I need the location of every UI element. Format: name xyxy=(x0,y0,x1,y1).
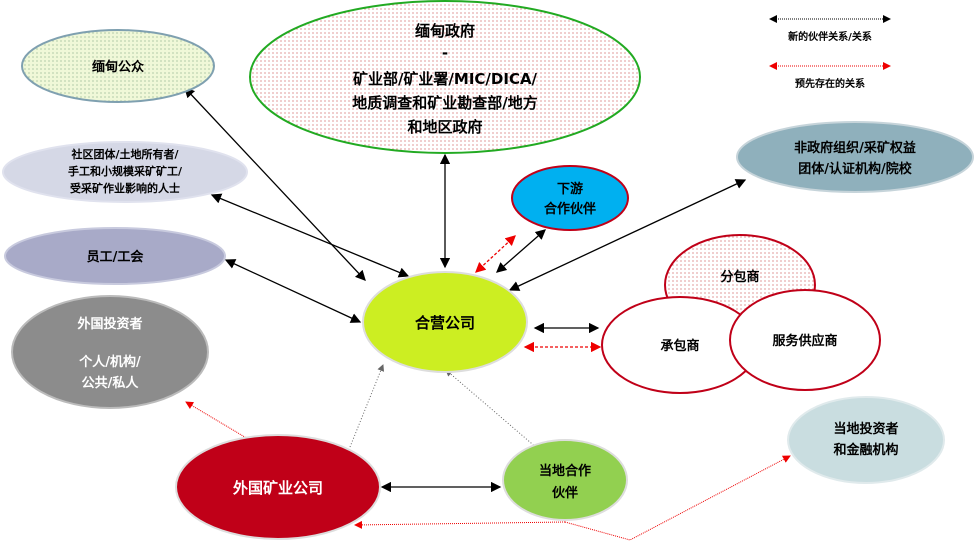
connectors xyxy=(184,87,791,541)
node-label: 合作伙伴 xyxy=(544,201,596,217)
legend-new: 新的伙伴关系/关系 xyxy=(788,30,872,43)
node-local-partner: 当地合作 伙伴 xyxy=(502,439,628,521)
node-foreign-investors: 外国投资者 个人/机构/ 公共/私人 xyxy=(11,295,209,409)
node-label: 分包商 xyxy=(720,269,759,285)
node-label: 和金融机构 xyxy=(833,442,898,458)
node-label: 非政府组织/采矿权益 xyxy=(794,140,916,156)
node-downstream: 下游 合作伙伴 xyxy=(511,165,629,231)
node-joint-venture: 合营公司 xyxy=(362,271,528,373)
node-public: 缅甸公众 xyxy=(21,29,215,103)
node-community: 社区团体/土地所有者/ 手工和小规模采矿矿工/ 受采矿作业影响的人士 xyxy=(2,141,248,203)
node-label: 外国矿业公司 xyxy=(232,479,323,497)
node-label: 下游 xyxy=(557,181,583,197)
node-service-provider: 服务供应商 xyxy=(729,289,881,391)
node-contractor: 承包商 xyxy=(601,296,759,394)
node-label: 个人/机构/ xyxy=(78,354,141,370)
node-label: 受采矿作业影响的人士 xyxy=(70,181,180,195)
node-staff: 员工/工会 xyxy=(4,227,226,285)
legend: 新的伙伴关系/关系 预先存在的关系 xyxy=(769,15,891,90)
node-ngo: 非政府组织/采矿权益 团体/认证机构/院校 xyxy=(736,121,974,193)
node-label: 地质调查和矿业勘查部/地方 xyxy=(352,94,537,112)
node-label: 缅甸政府 xyxy=(415,22,475,40)
node-label: 服务供应商 xyxy=(772,333,837,349)
node-label: 团体/认证机构/院校 xyxy=(798,161,912,177)
node-label: 矿业部/矿业署/MIC/DICA/ xyxy=(353,70,538,88)
node-government: 缅甸政府 - 矿业部/矿业署/MIC/DICA/ 地质调查和矿业勘查部/地方 和… xyxy=(249,0,641,154)
node-label: 承包商 xyxy=(660,338,699,354)
node-label: 手工和小规模采矿矿工/ xyxy=(68,164,183,178)
node-local-investors: 当地投资者 和金融机构 xyxy=(787,396,945,484)
node-label: 当地合作 xyxy=(539,463,591,479)
node-label: 当地投资者 xyxy=(833,421,898,437)
node-foreign-mining: 外国矿业公司 xyxy=(175,434,381,540)
legend-existing: 预先存在的关系 xyxy=(795,77,865,90)
node-label: 缅甸公众 xyxy=(92,59,144,75)
node-label: 合营公司 xyxy=(414,314,475,332)
node-label: - xyxy=(442,44,448,62)
node-label: 社区团体/土地所有者/ xyxy=(70,147,179,161)
node-label: 外国投资者 xyxy=(76,316,142,332)
node-label: 公共/私人 xyxy=(82,375,140,391)
node-label: 和地区政府 xyxy=(407,118,482,136)
node-label: 伙伴 xyxy=(552,485,578,501)
node-label: 员工/工会 xyxy=(87,249,145,265)
